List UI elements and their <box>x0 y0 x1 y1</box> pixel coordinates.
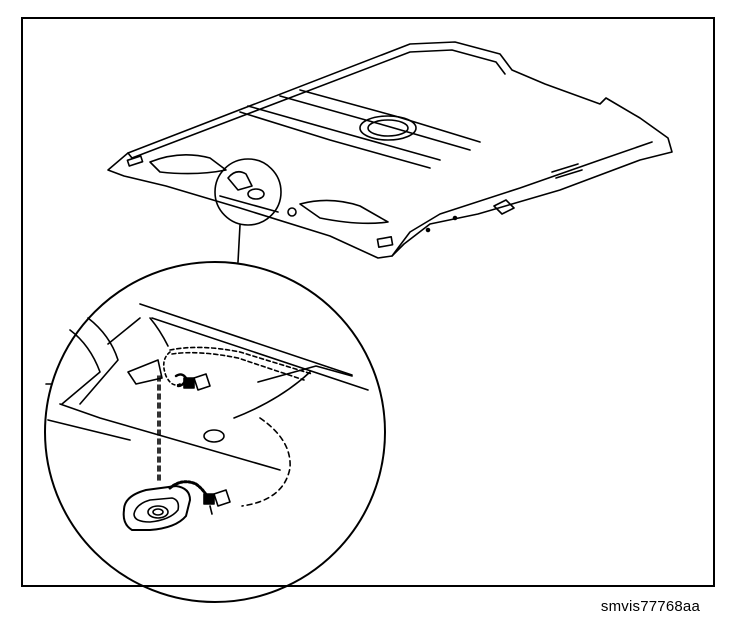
figure-caption: smvis77768aa <box>600 598 700 615</box>
roof-connector <box>174 373 211 391</box>
dome-lamp <box>122 485 191 531</box>
detail-view <box>44 261 386 603</box>
headliner-panel <box>107 41 673 259</box>
lamp-connector <box>168 480 231 515</box>
figure-frame <box>21 17 715 587</box>
detail-callout-small <box>214 158 282 263</box>
